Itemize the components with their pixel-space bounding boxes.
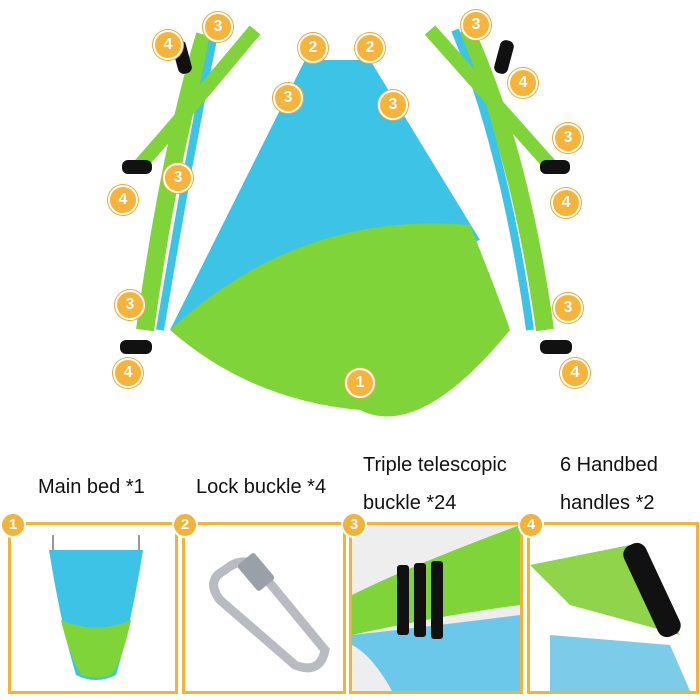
part-box-telescopic-buckle — [349, 522, 523, 694]
callout-badge: 3 — [553, 293, 583, 323]
callout-badge: 3 — [378, 90, 408, 120]
callout-badge: 4 — [551, 188, 581, 218]
callout-badge: 3 — [273, 83, 303, 113]
buckle-image — [352, 525, 520, 691]
part-label-telescopic-2: buckle *24 — [363, 492, 457, 514]
callout-badge: 3 — [553, 123, 583, 153]
part-label-telescopic-1: Triple telescopic — [363, 454, 507, 476]
right-strap — [456, 26, 554, 332]
callout-badge: 4 — [113, 358, 143, 388]
part-label-lock-buckle: Lock buckle *4 — [196, 476, 327, 498]
callout-badge: 2 — [298, 33, 328, 63]
part-label-handles-2: handles *2 — [560, 492, 655, 514]
part-number-badge: 1 — [0, 512, 26, 538]
callout-badge: 1 — [345, 368, 375, 398]
part-label-main-bed: Main bed *1 — [38, 476, 145, 498]
carabiner-image — [209, 553, 330, 673]
part-box-lock-buckle — [182, 522, 346, 694]
callout-badge: 4 — [560, 358, 590, 388]
part-number-badge: 4 — [518, 512, 544, 538]
main-bed-green — [170, 223, 510, 417]
callout-badge: 3 — [163, 163, 193, 193]
callout-badge: 3 — [461, 10, 491, 40]
callout-badge: 2 — [355, 33, 385, 63]
mini-hammock-image — [49, 535, 143, 680]
callout-badge: 4 — [508, 68, 538, 98]
callout-badge: 3 — [203, 12, 233, 42]
part-box-main-bed — [8, 522, 178, 694]
callout-badge: 4 — [108, 185, 138, 215]
part-box-handles — [527, 522, 699, 694]
callout-badge: 4 — [153, 30, 183, 60]
callout-badge: 3 — [115, 290, 145, 320]
handle-image — [530, 542, 690, 691]
hammock-illustration — [120, 25, 572, 417]
part-number-badge: 3 — [341, 512, 367, 538]
part-number-badge: 2 — [172, 512, 198, 538]
part-label-handles-1: 6 Handbed — [560, 454, 658, 476]
